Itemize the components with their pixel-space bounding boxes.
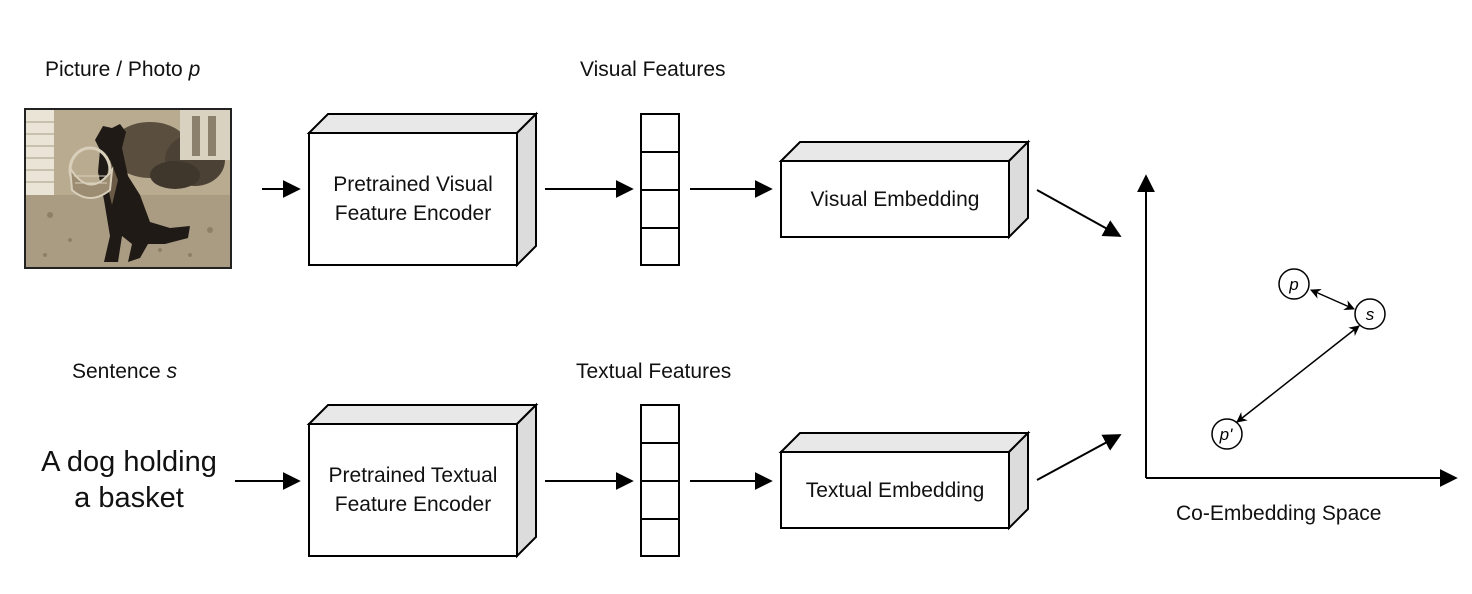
visual-feature-vector	[640, 113, 680, 266]
arrow-textual-embedding-to-space	[1036, 434, 1122, 481]
link-pprime-s	[1236, 325, 1360, 423]
co-embedding-space-label: Co-Embedding Space	[1176, 502, 1382, 525]
dog-photo	[24, 108, 232, 269]
point-p-prime-label: p'	[1219, 425, 1233, 444]
visual-embedding-label: Visual Embedding	[810, 187, 980, 211]
arrow-visual-embedding-to-space	[1036, 189, 1122, 237]
point-s-label: s	[1366, 305, 1375, 324]
visual-encoder-label: Pretrained Visual Feature Encoder	[333, 173, 493, 225]
textual-encoder-label: Pretrained Textual Feature Encoder	[328, 464, 498, 516]
textual-encoder-box	[306, 402, 539, 559]
sentence-input-label-text: Sentence	[72, 360, 167, 383]
sentence-text: A dog holding a basket	[41, 446, 217, 514]
point-p: p	[1278, 268, 1310, 300]
point-p-label: p	[1288, 275, 1298, 294]
visual-embedding-box	[778, 139, 1031, 240]
sentence-input-label: Sentence s	[72, 360, 177, 384]
link-p-s	[1310, 289, 1355, 310]
photo-input-label: Picture / Photo p	[45, 58, 200, 82]
textual-embedding-label: Textual Embedding	[805, 478, 985, 502]
textual-embedding-box	[778, 430, 1031, 531]
photo-input-label-text: Picture / Photo	[45, 58, 189, 81]
visual-features-label: Visual Features	[580, 58, 726, 81]
photo-input-variable: p	[188, 58, 201, 81]
textual-features-label: Textual Features	[576, 360, 732, 383]
point-p-prime: p'	[1211, 418, 1243, 450]
textual-feature-vector	[640, 404, 680, 557]
sentence-input-variable: s	[166, 360, 178, 383]
visual-encoder-box	[306, 111, 539, 268]
point-s: s	[1354, 298, 1386, 330]
